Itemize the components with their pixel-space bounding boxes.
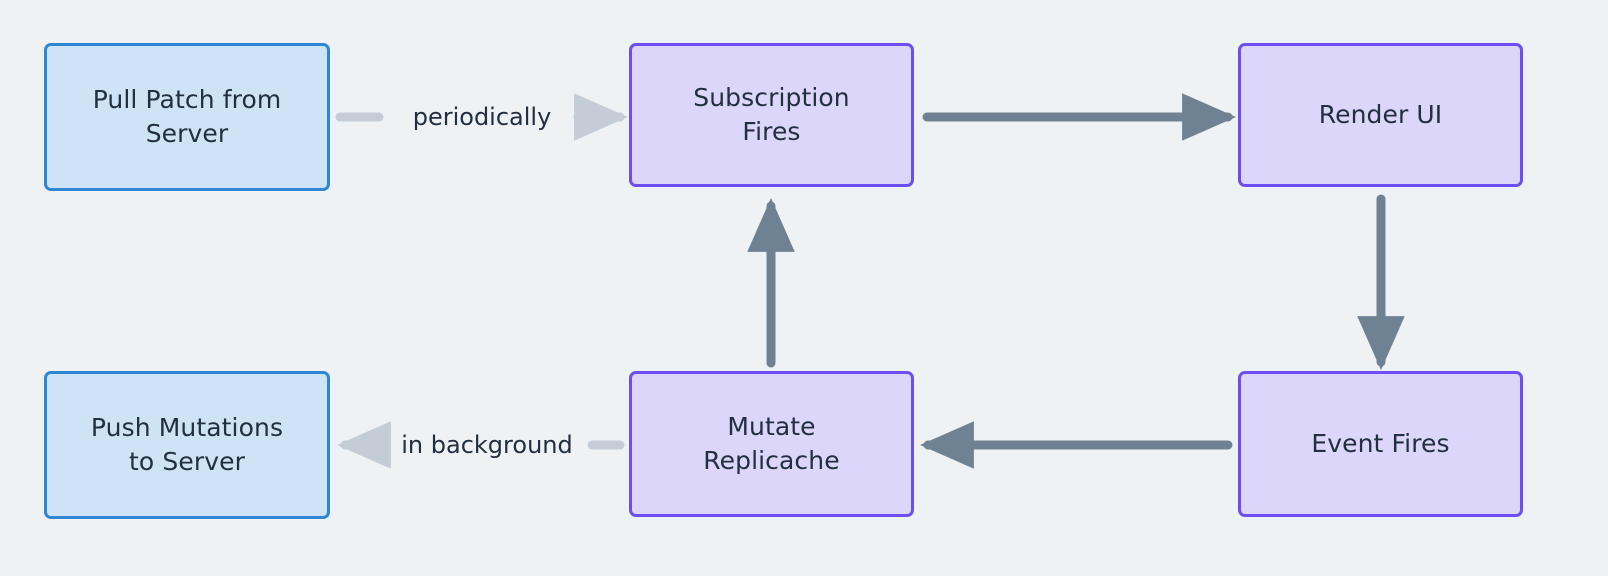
node-event-fires[interactable]: Event Fires (1238, 371, 1523, 517)
edge-label-periodically: periodically (412, 103, 552, 131)
node-render-ui[interactable]: Render UI (1238, 43, 1523, 187)
edge-label-in-background: in background (401, 431, 573, 459)
node-mutate-replicache[interactable]: Mutate Replicache (629, 371, 914, 517)
node-subscription-fires[interactable]: Subscription Fires (629, 43, 914, 187)
node-push-mutations-to-server[interactable]: Push Mutations to Server (44, 371, 330, 519)
node-pull-patch-from-server[interactable]: Pull Patch from Server (44, 43, 330, 191)
